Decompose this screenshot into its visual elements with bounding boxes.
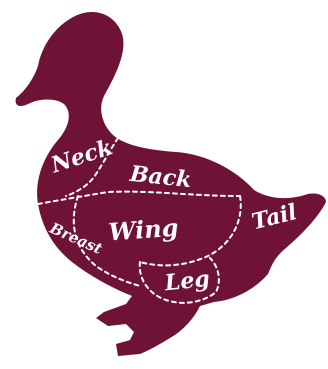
- cut-label-leg: Leg: [163, 266, 211, 297]
- cut-label-wing: Wing: [108, 213, 180, 247]
